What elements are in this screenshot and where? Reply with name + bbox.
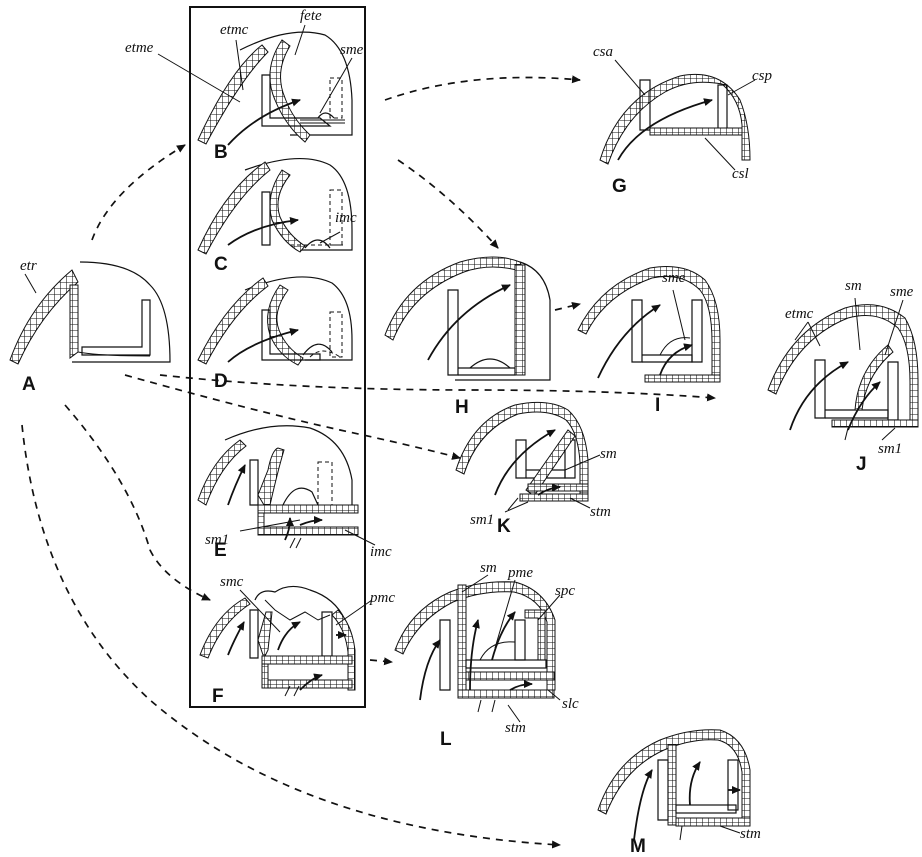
panel-letter-g: G bbox=[612, 176, 627, 197]
label-stm1-k: sm1 bbox=[470, 512, 494, 528]
label-spc: spc bbox=[555, 583, 575, 599]
label-imc-e: imc bbox=[370, 544, 392, 560]
panel-h-drawing bbox=[385, 257, 550, 380]
panel-letter-l: L bbox=[440, 729, 452, 750]
label-slc: slc bbox=[562, 696, 579, 712]
panel-letter-f: F bbox=[212, 686, 224, 707]
label-stm1-j: sm1 bbox=[878, 441, 902, 457]
label-sme-i: sme bbox=[662, 270, 686, 286]
panel-c-drawing bbox=[198, 159, 352, 254]
panel-a-drawing bbox=[10, 262, 170, 364]
label-smc: smc bbox=[220, 574, 244, 590]
label-fete: fete bbox=[300, 8, 322, 24]
label-csl: csl bbox=[732, 166, 749, 182]
panel-letter-c: C bbox=[214, 254, 228, 275]
label-etr: etr bbox=[20, 258, 37, 274]
label-csa: csa bbox=[593, 44, 613, 60]
panel-letter-h: H bbox=[455, 397, 469, 418]
label-sme-b: sme bbox=[340, 42, 364, 58]
panel-b-drawing bbox=[198, 32, 352, 145]
label-imc-c: imc bbox=[335, 210, 357, 226]
panel-g-drawing bbox=[600, 74, 750, 164]
panel-letter-j: J bbox=[856, 454, 867, 475]
label-sm1: sm1 bbox=[205, 532, 229, 548]
panel-letter-i: I bbox=[655, 395, 660, 416]
label-pmc: pmc bbox=[369, 590, 395, 606]
panel-e-drawing bbox=[198, 426, 358, 548]
panel-f-drawing bbox=[200, 586, 355, 696]
label-stm-k: stm bbox=[590, 504, 611, 520]
panel-letter-m: M bbox=[630, 836, 646, 857]
label-sme-j: sme bbox=[890, 284, 914, 300]
panel-letter-a: A bbox=[22, 374, 36, 395]
label-csp: csp bbox=[752, 68, 772, 84]
label-sm-l: sm bbox=[480, 560, 497, 576]
label-stm-m: stm bbox=[740, 826, 761, 842]
label-sm-k: sm bbox=[600, 446, 617, 462]
panel-d-drawing bbox=[198, 277, 352, 365]
panel-letter-k: K bbox=[497, 516, 511, 537]
panel-j-drawing bbox=[768, 305, 918, 440]
label-pme: pme bbox=[507, 565, 533, 581]
label-etme: etme bbox=[125, 40, 154, 56]
panel-m-drawing bbox=[598, 730, 750, 840]
panel-l-drawing bbox=[395, 582, 555, 712]
label-stm-l: stm bbox=[505, 720, 526, 736]
panel-letter-b: B bbox=[214, 142, 228, 163]
label-etmc-j: etmc bbox=[785, 306, 814, 322]
panel-i-drawing bbox=[578, 267, 720, 383]
label-sm-j: sm bbox=[845, 278, 862, 294]
panel-k-drawing bbox=[456, 402, 588, 510]
label-etmc: etmc bbox=[220, 22, 249, 38]
